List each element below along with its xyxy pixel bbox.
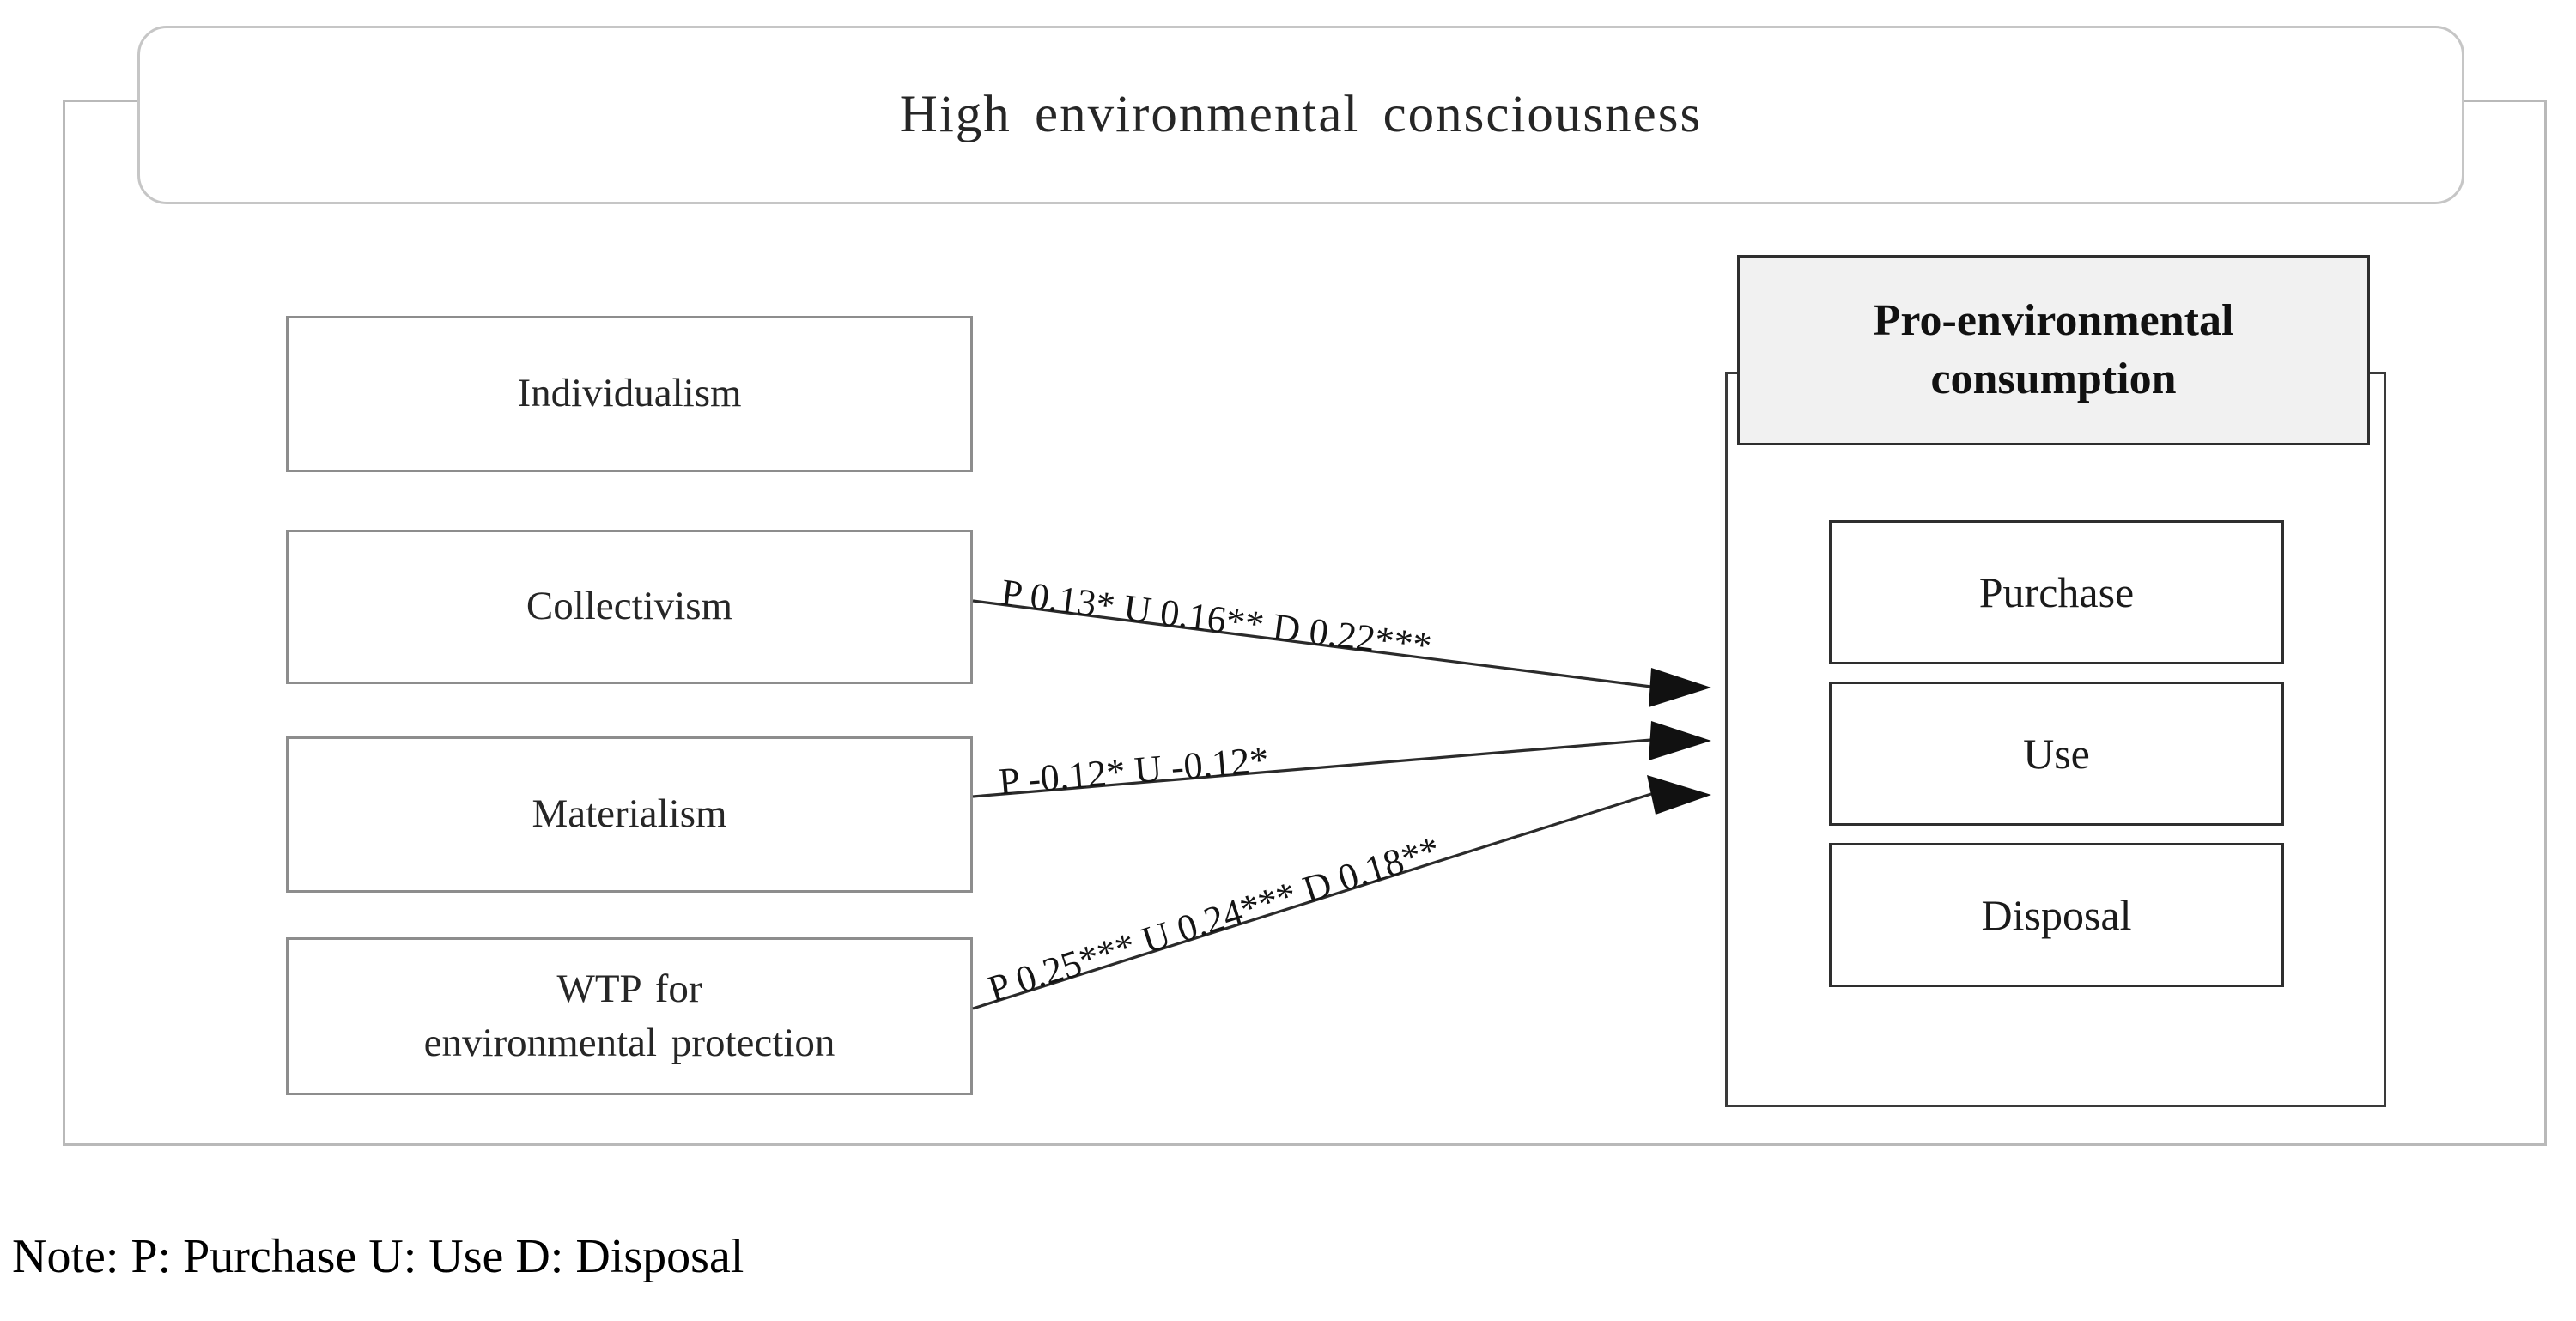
outcome-stage-use[interactable]: Use — [1829, 682, 2284, 826]
outcome-panel: Purchase Use Disposal — [1725, 372, 2386, 1107]
moderator-title-banner: High environmental consciousness — [137, 26, 2464, 204]
outcome-stage-label-use: Use — [2023, 730, 2090, 778]
outcome-stage-label-purchase: Purchase — [1978, 568, 2135, 616]
antecedent-box-materialism[interactable]: Materialism — [286, 736, 973, 893]
outcome-header-line2: consumption — [1930, 354, 2177, 403]
figure-note: Note: P: Purchase U: Use D: Disposal — [12, 1230, 744, 1283]
antecedent-label-wtp-line1: WTP for — [556, 966, 702, 1011]
figure-title: High environmental consciousness — [899, 86, 1703, 143]
antecedent-label-wtp-line2: environmental protection — [423, 1021, 835, 1065]
antecedent-label-individualism: Individualism — [517, 371, 742, 416]
antecedent-box-collectivism[interactable]: Collectivism — [286, 530, 973, 684]
outcome-stage-purchase[interactable]: Purchase — [1829, 520, 2284, 664]
antecedent-box-individualism[interactable]: Individualism — [286, 316, 973, 472]
outcome-header: Pro-environmental consumption — [1737, 255, 2370, 445]
antecedent-label-collectivism: Collectivism — [526, 584, 733, 629]
outcome-stage-label-disposal: Disposal — [1981, 891, 2132, 939]
antecedent-box-wtp[interactable]: WTP for environmental protection — [286, 937, 973, 1095]
antecedent-label-materialism: Materialism — [532, 791, 727, 837]
outcome-stage-disposal[interactable]: Disposal — [1829, 843, 2284, 987]
outcome-header-line1: Pro-environmental — [1873, 296, 2234, 346]
